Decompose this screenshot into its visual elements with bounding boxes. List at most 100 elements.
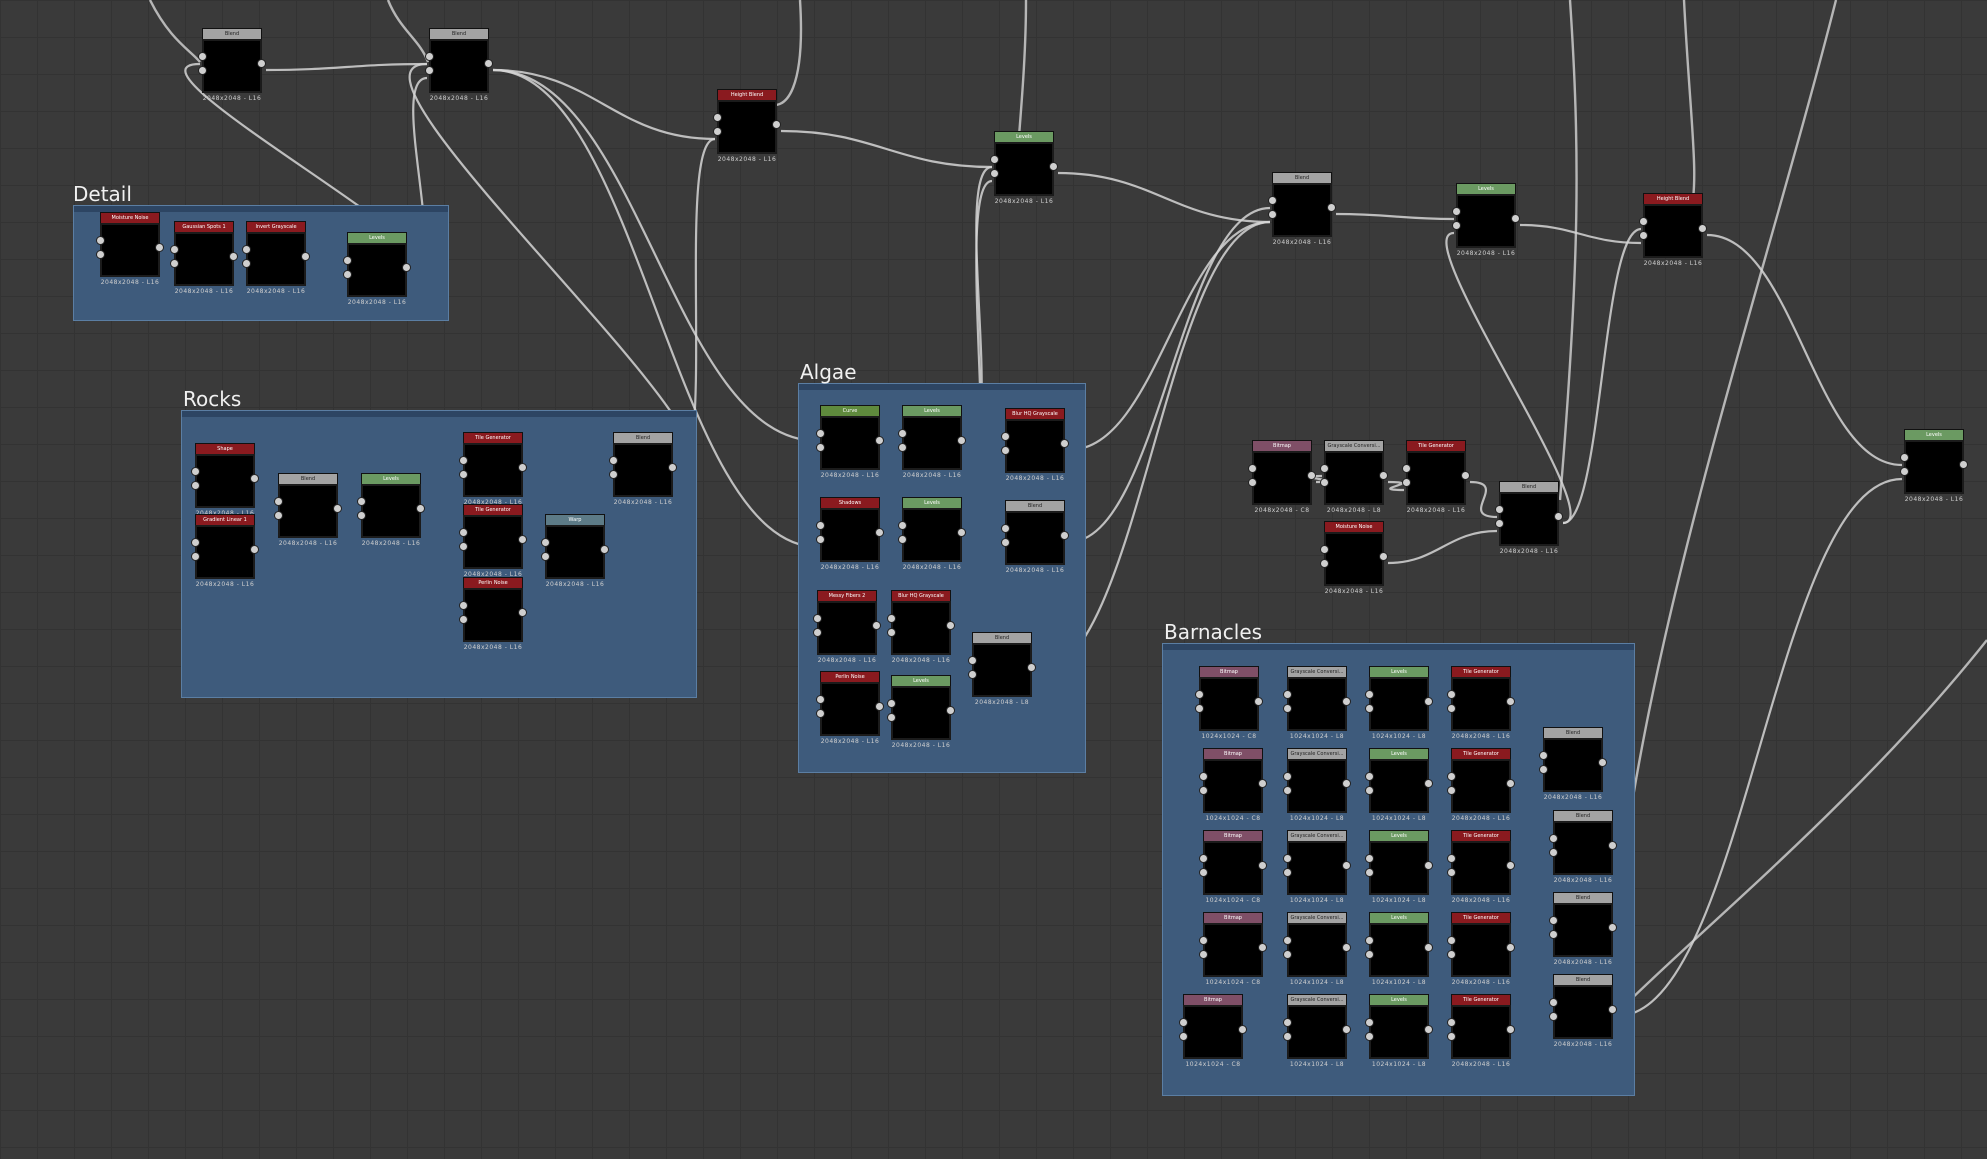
input-port[interactable] <box>459 470 468 479</box>
output-port[interactable] <box>1049 162 1058 171</box>
input-port[interactable] <box>1283 854 1292 863</box>
input-port[interactable] <box>968 656 977 665</box>
output-port[interactable] <box>1608 1005 1617 1014</box>
input-port[interactable] <box>541 552 550 561</box>
output-port[interactable] <box>1424 1025 1433 1034</box>
input-port[interactable] <box>425 52 434 61</box>
input-port[interactable] <box>96 236 105 245</box>
input-port[interactable] <box>816 429 825 438</box>
input-port[interactable] <box>1248 478 1257 487</box>
input-port[interactable] <box>1001 524 1010 533</box>
input-port[interactable] <box>198 52 207 61</box>
output-port[interactable] <box>250 474 259 483</box>
output-port[interactable] <box>333 504 342 513</box>
output-port[interactable] <box>1424 779 1433 788</box>
input-port[interactable] <box>816 709 825 718</box>
input-port[interactable] <box>1283 1018 1292 1027</box>
input-port[interactable] <box>1365 786 1374 795</box>
output-port[interactable] <box>1959 460 1968 469</box>
input-port[interactable] <box>459 456 468 465</box>
input-port[interactable] <box>1402 478 1411 487</box>
input-port[interactable] <box>1549 930 1558 939</box>
input-port[interactable] <box>1447 704 1456 713</box>
input-port[interactable] <box>1199 772 1208 781</box>
input-port[interactable] <box>1365 704 1374 713</box>
output-port[interactable] <box>1307 471 1316 480</box>
output-port[interactable] <box>1506 861 1515 870</box>
input-port[interactable] <box>459 528 468 537</box>
input-port[interactable] <box>1539 765 1548 774</box>
input-port[interactable] <box>713 113 722 122</box>
input-port[interactable] <box>459 615 468 624</box>
node-grayscale-conversi[interactable]: Grayscale Conversi...1024x1024 - L8 <box>1283 994 1351 1068</box>
input-port[interactable] <box>274 511 283 520</box>
output-port[interactable] <box>1238 1025 1247 1034</box>
input-port[interactable] <box>1001 446 1010 455</box>
node-grayscale-conversi[interactable]: Grayscale Conversi...1024x1024 - L8 <box>1283 666 1351 740</box>
output-port[interactable] <box>1342 779 1351 788</box>
input-port[interactable] <box>191 538 200 547</box>
input-port[interactable] <box>343 270 352 279</box>
output-port[interactable] <box>1424 861 1433 870</box>
output-port[interactable] <box>257 59 266 68</box>
input-port[interactable] <box>1283 704 1292 713</box>
output-port[interactable] <box>1511 214 1520 223</box>
input-port[interactable] <box>1248 464 1257 473</box>
node-grayscale-conversi[interactable]: Grayscale Conversi...2048x2048 - L8 <box>1320 440 1388 514</box>
output-port[interactable] <box>1506 779 1515 788</box>
output-port[interactable] <box>518 535 527 544</box>
input-port[interactable] <box>1320 478 1329 487</box>
input-port[interactable] <box>1452 207 1461 216</box>
output-port[interactable] <box>1342 943 1351 952</box>
input-port[interactable] <box>1195 704 1204 713</box>
input-port[interactable] <box>1452 221 1461 230</box>
output-port[interactable] <box>1258 861 1267 870</box>
output-port[interactable] <box>1342 697 1351 706</box>
input-port[interactable] <box>1365 936 1374 945</box>
input-port[interactable] <box>1199 950 1208 959</box>
output-port[interactable] <box>1698 224 1707 233</box>
output-port[interactable] <box>957 436 966 445</box>
output-port[interactable] <box>946 621 955 630</box>
input-port[interactable] <box>191 552 200 561</box>
input-port[interactable] <box>1283 936 1292 945</box>
input-port[interactable] <box>813 628 822 637</box>
output-port[interactable] <box>1254 697 1263 706</box>
input-port[interactable] <box>1447 772 1456 781</box>
input-port[interactable] <box>274 497 283 506</box>
input-port[interactable] <box>990 155 999 164</box>
input-port[interactable] <box>541 538 550 547</box>
output-port[interactable] <box>946 706 955 715</box>
output-port[interactable] <box>229 252 238 261</box>
output-port[interactable] <box>1424 697 1433 706</box>
output-port[interactable] <box>1342 861 1351 870</box>
input-port[interactable] <box>1199 936 1208 945</box>
input-port[interactable] <box>816 695 825 704</box>
input-port[interactable] <box>357 511 366 520</box>
input-port[interactable] <box>898 429 907 438</box>
output-port[interactable] <box>155 243 164 252</box>
input-port[interactable] <box>1495 519 1504 528</box>
output-port[interactable] <box>875 702 884 711</box>
input-port[interactable] <box>990 169 999 178</box>
output-port[interactable] <box>1027 663 1036 672</box>
